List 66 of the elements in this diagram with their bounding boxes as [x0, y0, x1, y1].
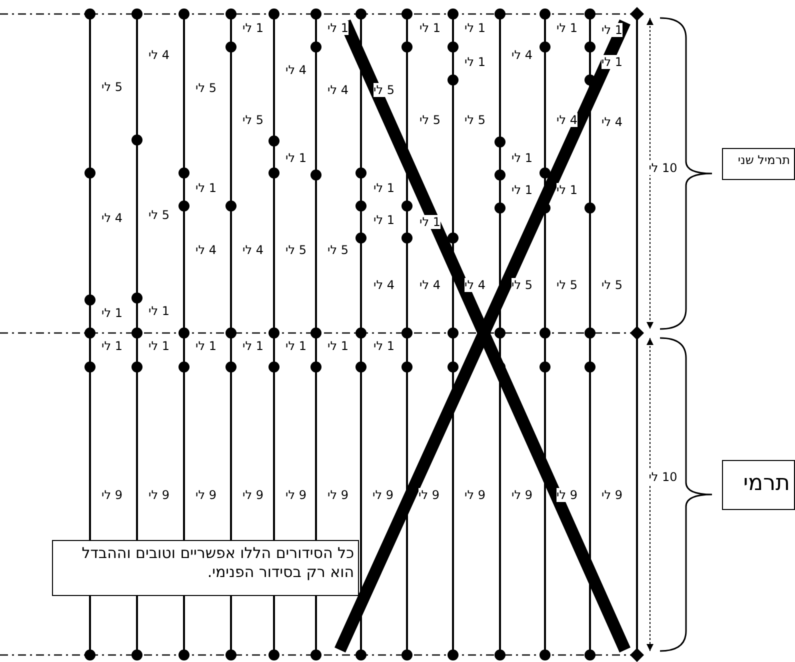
volume-label: 5 לי	[512, 278, 532, 292]
volume-label: 1 לי	[556, 183, 578, 197]
volume-label: 9 לי	[328, 488, 348, 502]
volume-label: 5 לי	[556, 278, 578, 292]
volume-label: 1 לי	[602, 55, 622, 69]
volume-label: 1 לי	[102, 339, 122, 353]
volume-label: 1 לי	[328, 21, 348, 35]
volume-label: 9 לי	[148, 488, 170, 502]
dimension-label: 10 לי	[648, 161, 678, 175]
volume-label: 4 לי	[464, 278, 486, 292]
volume-label: 1 לי	[328, 339, 348, 353]
label-box: תרמיל שני	[722, 148, 795, 180]
volume-label: 1 לי	[374, 339, 394, 353]
dimension-label: 10 לי	[648, 470, 678, 484]
volume-label: 1 לי	[196, 339, 216, 353]
volume-label: 1 לי	[286, 339, 306, 353]
volume-label: 9 לי	[464, 488, 486, 502]
volume-label: 9 לי	[512, 488, 532, 502]
volume-label: 1 לי	[512, 183, 532, 197]
volume-label: 5 לי	[464, 113, 486, 127]
volume-label: 9 לי	[196, 488, 216, 502]
volume-label: 4 לי	[286, 63, 306, 77]
volume-label: 9 לי	[242, 488, 264, 502]
volume-label: 5 לי	[196, 81, 216, 95]
volume-label: 5 לי	[420, 113, 440, 127]
volume-label: 1 לי	[196, 181, 216, 195]
volume-label: 1 לי	[420, 21, 440, 35]
volume-label: 1 לי	[512, 151, 532, 165]
volume-label: 1 לי	[464, 55, 486, 69]
volume-label: 1 לי	[148, 339, 170, 353]
volume-label: 4 לי	[242, 243, 264, 257]
volume-label: 1 לי	[374, 181, 394, 195]
label-box: תרמי	[722, 460, 795, 510]
volume-label: 9 לי	[602, 488, 622, 502]
volume-label: 4 לי	[556, 113, 578, 127]
volume-label: 1 לי	[148, 304, 170, 318]
volume-label: 5 לי	[328, 243, 348, 257]
volume-label: 9 לי	[286, 488, 306, 502]
volume-label: 4 לי	[602, 115, 622, 129]
volume-label: 1 לי	[420, 215, 440, 229]
volume-label: 4 לי	[328, 83, 348, 97]
volume-label: 5 לי	[242, 113, 264, 127]
volume-label: 5 לי	[148, 208, 170, 222]
volume-label: 9 לי	[372, 488, 394, 502]
volume-label: 4 לי	[512, 48, 532, 62]
volume-label: 1 לי	[242, 339, 264, 353]
volume-label: 1 לי	[464, 21, 486, 35]
volume-label: 4 לי	[196, 243, 216, 257]
volume-label: 4 לי	[148, 48, 170, 62]
volume-label: 1 לי	[556, 21, 578, 35]
volume-label: 1 לי	[102, 306, 122, 320]
volume-label: 9 לי	[556, 488, 578, 502]
volume-label: 5 לי	[374, 83, 394, 97]
volume-label: 4 לי	[102, 211, 122, 225]
note-box: כל הסידורים הללו אפשריים וטובים וההבדל הוא רק בסידור הפנימי.	[52, 540, 359, 596]
volume-label: 5 לי	[286, 243, 306, 257]
volume-label: 5 לי	[602, 278, 622, 292]
volume-label: 1 לי	[242, 21, 264, 35]
volume-label: 5 לי	[102, 80, 122, 94]
volume-label: 9 לי	[418, 488, 440, 502]
volume-label: 9 לי	[102, 488, 122, 502]
volume-label: 1 לי	[602, 23, 622, 37]
volume-label: 1 לי	[374, 213, 394, 227]
volume-label: 1 לי	[286, 151, 306, 165]
volume-label: 4 לי	[420, 278, 440, 292]
volume-label: 4 לי	[374, 278, 394, 292]
